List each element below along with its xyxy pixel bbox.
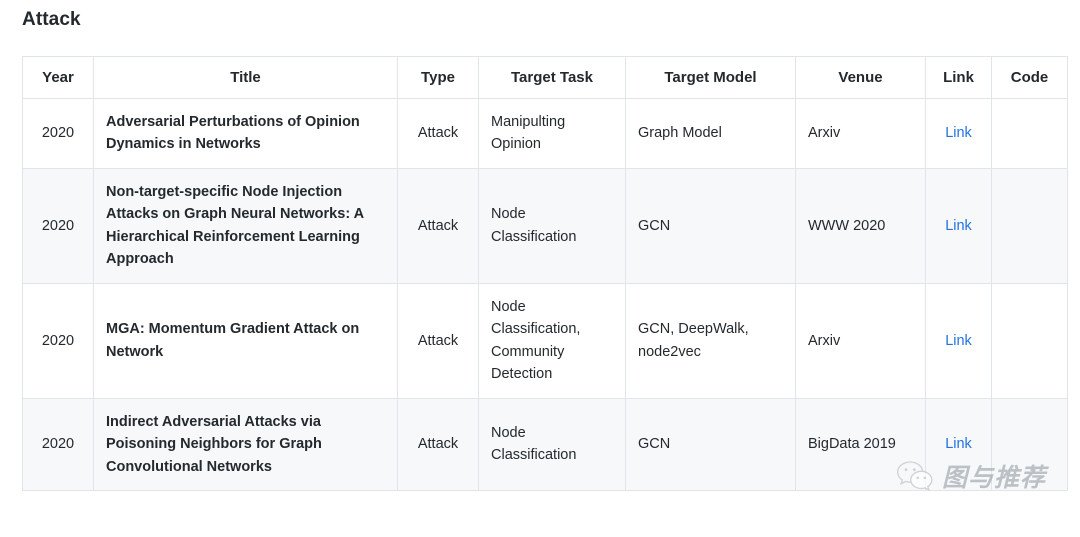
table-header: Year Title Type Target Task Target Model…	[22, 56, 1068, 99]
table-row: 2020 Adversarial Perturbations of Opinio…	[22, 98, 1068, 169]
cell-code	[991, 167, 1068, 284]
cell-code	[991, 282, 1068, 399]
cell-venue: WWW 2020	[795, 167, 926, 284]
cell-year: 2020	[22, 98, 94, 169]
cell-venue: Arxiv	[795, 282, 926, 399]
column-header-year[interactable]: Year	[22, 56, 94, 99]
link-anchor[interactable]: Link	[945, 125, 972, 142]
cell-year: 2020	[22, 397, 94, 492]
cell-target-model: GCN, DeepWalk, node2vec	[625, 282, 796, 399]
cell-code	[991, 98, 1068, 169]
cell-code	[991, 397, 1068, 492]
page-title: Attack	[22, 9, 81, 30]
cell-type: Attack	[397, 282, 479, 399]
cell-link: Link	[925, 98, 992, 169]
cell-target-model: Graph Model	[625, 98, 796, 169]
cell-link: Link	[925, 397, 992, 492]
cell-year: 2020	[22, 167, 94, 284]
cell-target-task: Node Classification, Community Detection	[478, 282, 626, 399]
cell-target-task: Manipulting Opinion	[478, 98, 626, 169]
cell-venue: BigData 2019	[795, 397, 926, 492]
column-header-target-task[interactable]: Target Task	[478, 56, 626, 99]
cell-title: Non-target-specific Node Injection Attac…	[93, 167, 398, 284]
cell-type: Attack	[397, 98, 479, 169]
cell-title: MGA: Momentum Gradient Attack on Network	[93, 282, 398, 399]
cell-type: Attack	[397, 167, 479, 284]
cell-title: Adversarial Perturbations of Opinion Dyn…	[93, 98, 398, 169]
column-header-link[interactable]: Link	[925, 56, 992, 99]
link-anchor[interactable]: Link	[945, 436, 972, 453]
link-anchor[interactable]: Link	[945, 217, 972, 234]
papers-table: Year Title Type Target Task Target Model…	[22, 56, 1068, 492]
column-header-title[interactable]: Title	[93, 56, 398, 99]
cell-venue: Arxiv	[795, 98, 926, 169]
cell-link: Link	[925, 167, 992, 284]
papers-table-container: Year Title Type Target Task Target Model…	[22, 56, 1068, 492]
cell-type: Attack	[397, 397, 479, 492]
cell-title: Indirect Adversarial Attacks via Poisoni…	[93, 397, 398, 492]
link-anchor[interactable]: Link	[945, 332, 972, 349]
table-row: 2020 Indirect Adversarial Attacks via Po…	[22, 397, 1068, 492]
cell-target-task: Node Classification	[478, 397, 626, 492]
table-row: 2020 Non-target-specific Node Injection …	[22, 167, 1068, 284]
cell-year: 2020	[22, 282, 94, 399]
column-header-type[interactable]: Type	[397, 56, 479, 99]
cell-target-task: Node Classification	[478, 167, 626, 284]
column-header-code[interactable]: Code	[991, 56, 1068, 99]
column-header-venue[interactable]: Venue	[795, 56, 926, 99]
column-header-target-model[interactable]: Target Model	[625, 56, 796, 99]
table-header-row: Year Title Type Target Task Target Model…	[22, 56, 1068, 99]
cell-target-model: GCN	[625, 397, 796, 492]
cell-link: Link	[925, 282, 992, 399]
cell-target-model: GCN	[625, 167, 796, 284]
table-row: 2020 MGA: Momentum Gradient Attack on Ne…	[22, 282, 1068, 399]
table-body: 2020 Adversarial Perturbations of Opinio…	[22, 98, 1068, 492]
